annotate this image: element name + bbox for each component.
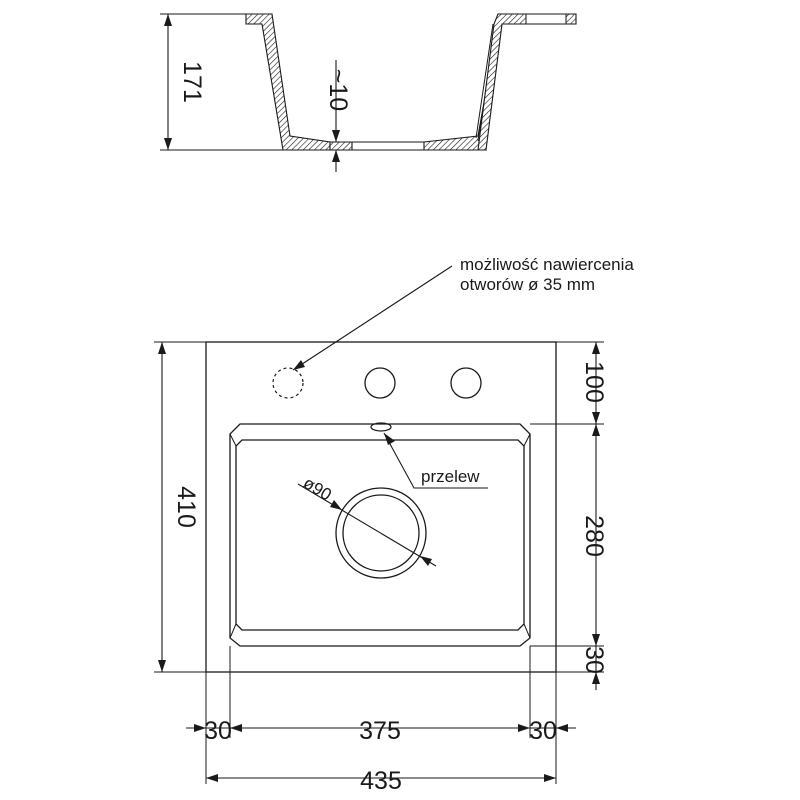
dimension-right-rim-label: 30 (529, 717, 557, 745)
section-inner-wall (475, 23, 494, 139)
dimension-total-width-label: 435 (360, 767, 402, 795)
drain-diameter-dimension (297, 483, 437, 567)
dimension-left-rim-label: 30 (204, 717, 232, 745)
overflow-leader (383, 432, 488, 489)
drain-diameter-label: ø90 (300, 473, 335, 504)
dimension-right-chain (530, 341, 604, 690)
note-line-2: otworów ø 35 mm (460, 275, 595, 294)
section-bottom-right (423, 13, 521, 151)
dimension-bottom-rim-label: 30 (580, 646, 608, 674)
sink-outline (205, 341, 557, 673)
dimension-depth-label: 171 (178, 61, 206, 103)
side-section-view (245, 13, 577, 151)
dimension-top-to-bowl-label: 100 (580, 361, 608, 403)
tap-hole-right (450, 367, 482, 399)
dimension-total-height: 410 (154, 341, 206, 673)
optional-tap-hole (272, 367, 304, 399)
dimension-bowl-height-label: 280 (580, 515, 608, 557)
overflow-label: przelew (421, 467, 480, 486)
dimension-bowl-width-label: 375 (359, 717, 401, 745)
section-right-wall (477, 13, 577, 151)
note-leader (292, 265, 453, 371)
drain-inner (342, 494, 420, 572)
dimension-bottom-thickness-label: ~10 (324, 69, 352, 111)
bowl-inner-outline (235, 439, 525, 631)
section-left-wall (245, 13, 331, 151)
dimension-width-chain (186, 646, 576, 784)
dimension-depth: 171 (160, 13, 283, 151)
bowl-outer-outline (229, 423, 531, 647)
tap-hole-center (364, 367, 396, 399)
overflow-opening (370, 422, 392, 432)
section-deck-hole (525, 13, 567, 25)
drain-outer (335, 487, 427, 579)
section-bottom-left (329, 141, 353, 151)
note-line-1: możliwość nawiercenia (460, 255, 634, 274)
top-view (205, 341, 557, 673)
dimension-bottom-thickness: ~10 (324, 60, 352, 172)
dimension-total-height-label: 410 (172, 486, 200, 528)
